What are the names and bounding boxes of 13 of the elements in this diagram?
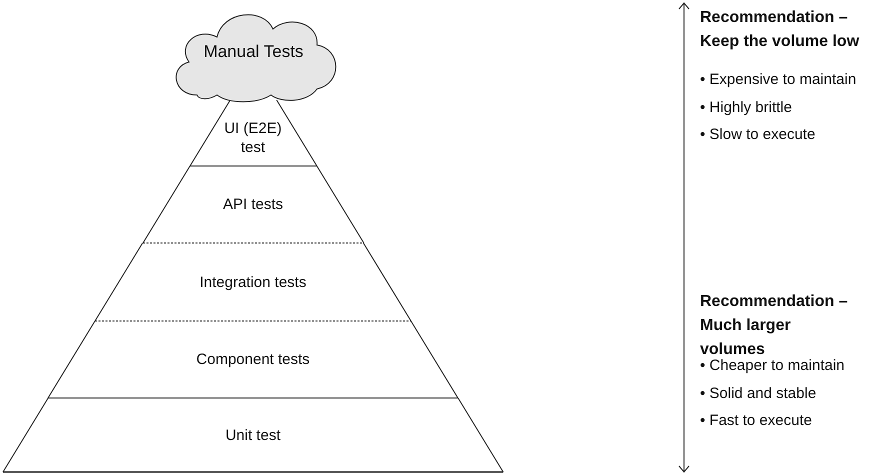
recommendation-heading: Recommendation – Much larger volumes	[700, 292, 849, 359]
recommendation-heading: Recommendation – Keep the volume low	[700, 8, 860, 52]
pyramid-tier: Integration tests	[95, 243, 411, 321]
pyramid-tier: Unit test	[2, 398, 504, 472]
bullet-point: • Slow to execute	[700, 125, 816, 145]
bullet-point: • Solid and stable	[700, 384, 816, 404]
bullet-point: • Expensive to maintain	[700, 70, 856, 90]
bullet-point: • Highly brittle	[700, 98, 792, 118]
pyramid-tier: API tests	[142, 166, 364, 243]
bullet-point: • Fast to execute	[700, 411, 812, 431]
pyramid-tier: Component tests	[48, 321, 458, 398]
pyramid-tier: UI (E2E) test	[190, 100, 316, 166]
bullet-point: • Cheaper to maintain	[700, 356, 844, 376]
